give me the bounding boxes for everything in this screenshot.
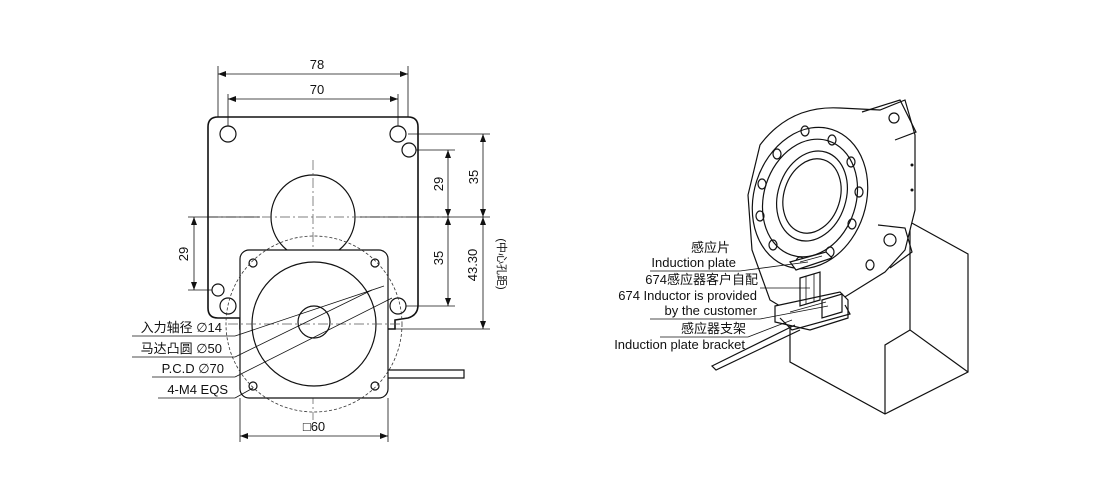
plate-hole-tr	[389, 125, 407, 143]
motor-hole-tl	[248, 258, 258, 268]
plate-hole-bl2	[211, 283, 225, 297]
plate-hole-br	[389, 297, 407, 315]
inductor-cable	[710, 324, 801, 371]
callout-mount-holes: 4-M4 EQS	[167, 382, 228, 397]
callout-motor-boss: 马达凸圆 ∅50	[141, 341, 222, 356]
inductor-sensor	[821, 293, 843, 319]
dim-right: 29 35 35 43.30 (中心孔距)	[360, 133, 508, 330]
motor-hole-tr	[370, 258, 380, 268]
front-view	[207, 116, 465, 420]
dim-bottom: □60	[239, 398, 389, 442]
callout-inductor-en-1: 674 Inductor is provided	[618, 288, 757, 303]
input-shaft	[297, 305, 331, 339]
dim-label-43-30: 43.30	[465, 249, 480, 282]
motor-hole-bl	[248, 381, 258, 391]
plate-hole-tr2	[401, 142, 417, 158]
callout-input-shaft: 入力轴径 ∅14	[141, 320, 222, 335]
callout-sensor-plate-en: Induction plate	[651, 255, 736, 270]
dim-label-60: □60	[303, 419, 325, 434]
dim-top-inner: 70	[227, 82, 399, 126]
pcd-circle	[225, 235, 403, 413]
sensor-cable	[388, 369, 465, 379]
left-callouts: 入力轴径 ∅14 马达凸圆 ∅50 P.C.D ∅70 4-M4 EQS	[132, 285, 393, 399]
callout-pcd: P.C.D ∅70	[162, 361, 224, 376]
callout-bracket-en: Induction plate bracket	[614, 337, 745, 352]
plate-hole-tl	[219, 125, 237, 143]
dim-label-35-lower: 35	[431, 251, 446, 265]
dim-label-29-right: 29	[431, 177, 446, 191]
isometric-view	[710, 99, 969, 415]
callout-bracket-cn: 感应器支架	[681, 321, 746, 336]
callout-inductor-cn: 674感应器客户自配	[645, 272, 758, 287]
dim-label-29-left: 29	[176, 247, 191, 261]
output-bore	[782, 158, 842, 234]
plate-hole-bl	[219, 297, 237, 315]
dim-label-center-hole: (中心孔距)	[495, 238, 508, 289]
dim-label-35-upper: 35	[466, 170, 481, 184]
dim-top-outer: 78	[217, 57, 409, 117]
output-flange-outer	[751, 126, 869, 270]
callout-sensor-plate-cn: 感应片	[691, 240, 730, 255]
dim-label-70: 70	[310, 82, 324, 97]
dim-label-78: 78	[310, 57, 324, 72]
motor-hole-br	[370, 381, 380, 391]
dim-left: 29	[176, 216, 260, 291]
right-callouts: 感应片 Induction plate 674感应器客户自配 674 Induc…	[614, 240, 829, 352]
callout-inductor-en-2: by the customer	[665, 303, 758, 318]
